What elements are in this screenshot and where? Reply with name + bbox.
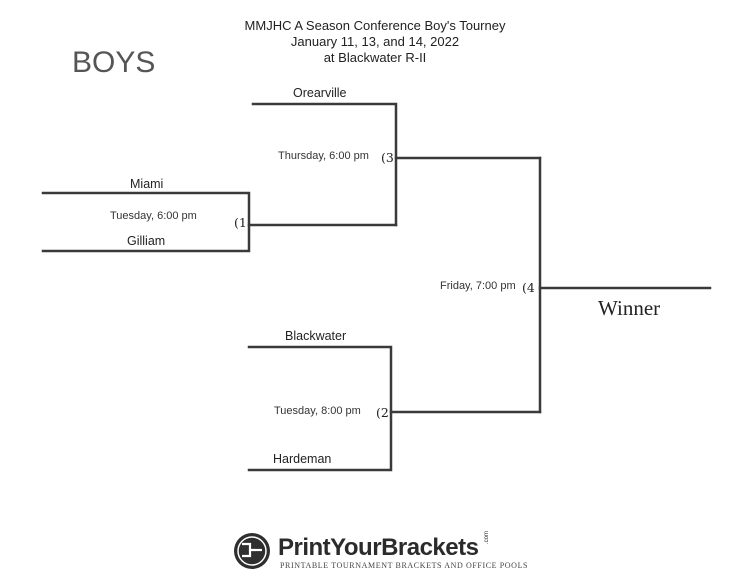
tourney-title: MMJHC A Season Conference Boy's Tourney bbox=[244, 18, 506, 33]
game1-bracket bbox=[41, 191, 251, 253]
game1-number: (1 bbox=[234, 215, 247, 230]
game2-bracket bbox=[247, 345, 393, 472]
team-blackwater: Blackwater bbox=[285, 329, 347, 343]
logo-tagline: PRINTABLE TOURNAMENT BRACKETS AND OFFICE… bbox=[280, 561, 529, 570]
tourney-dates: January 11, 13, and 14, 2022 bbox=[290, 34, 460, 49]
team-orearville: Orearville bbox=[293, 86, 347, 100]
division-label: BOYS bbox=[72, 46, 156, 79]
game2-number: (2 bbox=[376, 405, 389, 420]
game4-number: (4 bbox=[522, 280, 535, 295]
team-miami: Miami bbox=[130, 177, 164, 191]
winner-label: Winner bbox=[598, 296, 661, 320]
team-hardeman: Hardeman bbox=[273, 452, 332, 466]
game3-bracket bbox=[251, 102, 398, 227]
game4-time: Friday, 7:00 pm bbox=[440, 280, 516, 292]
tourney-venue: at Blackwater R-II bbox=[323, 50, 427, 65]
footer-logo: PrintYourBrackets .com PRINTABLE TOURNAM… bbox=[233, 530, 528, 572]
logo-suffix: .com bbox=[484, 530, 490, 544]
game3-number: (3 bbox=[381, 150, 394, 165]
logo-wordmark: PrintYourBrackets bbox=[278, 534, 479, 562]
team-gilliam: Gilliam bbox=[127, 234, 166, 248]
game3-time: Thursday, 6:00 pm bbox=[278, 150, 369, 162]
game1-time: Tuesday, 6:00 pm bbox=[110, 210, 197, 222]
bracket-logo-icon bbox=[234, 533, 270, 569]
game2-time: Tuesday, 8:00 pm bbox=[274, 405, 361, 417]
logo-name-part2: Brackets bbox=[381, 534, 479, 561]
logo-name-part1: PrintYour bbox=[278, 534, 382, 561]
